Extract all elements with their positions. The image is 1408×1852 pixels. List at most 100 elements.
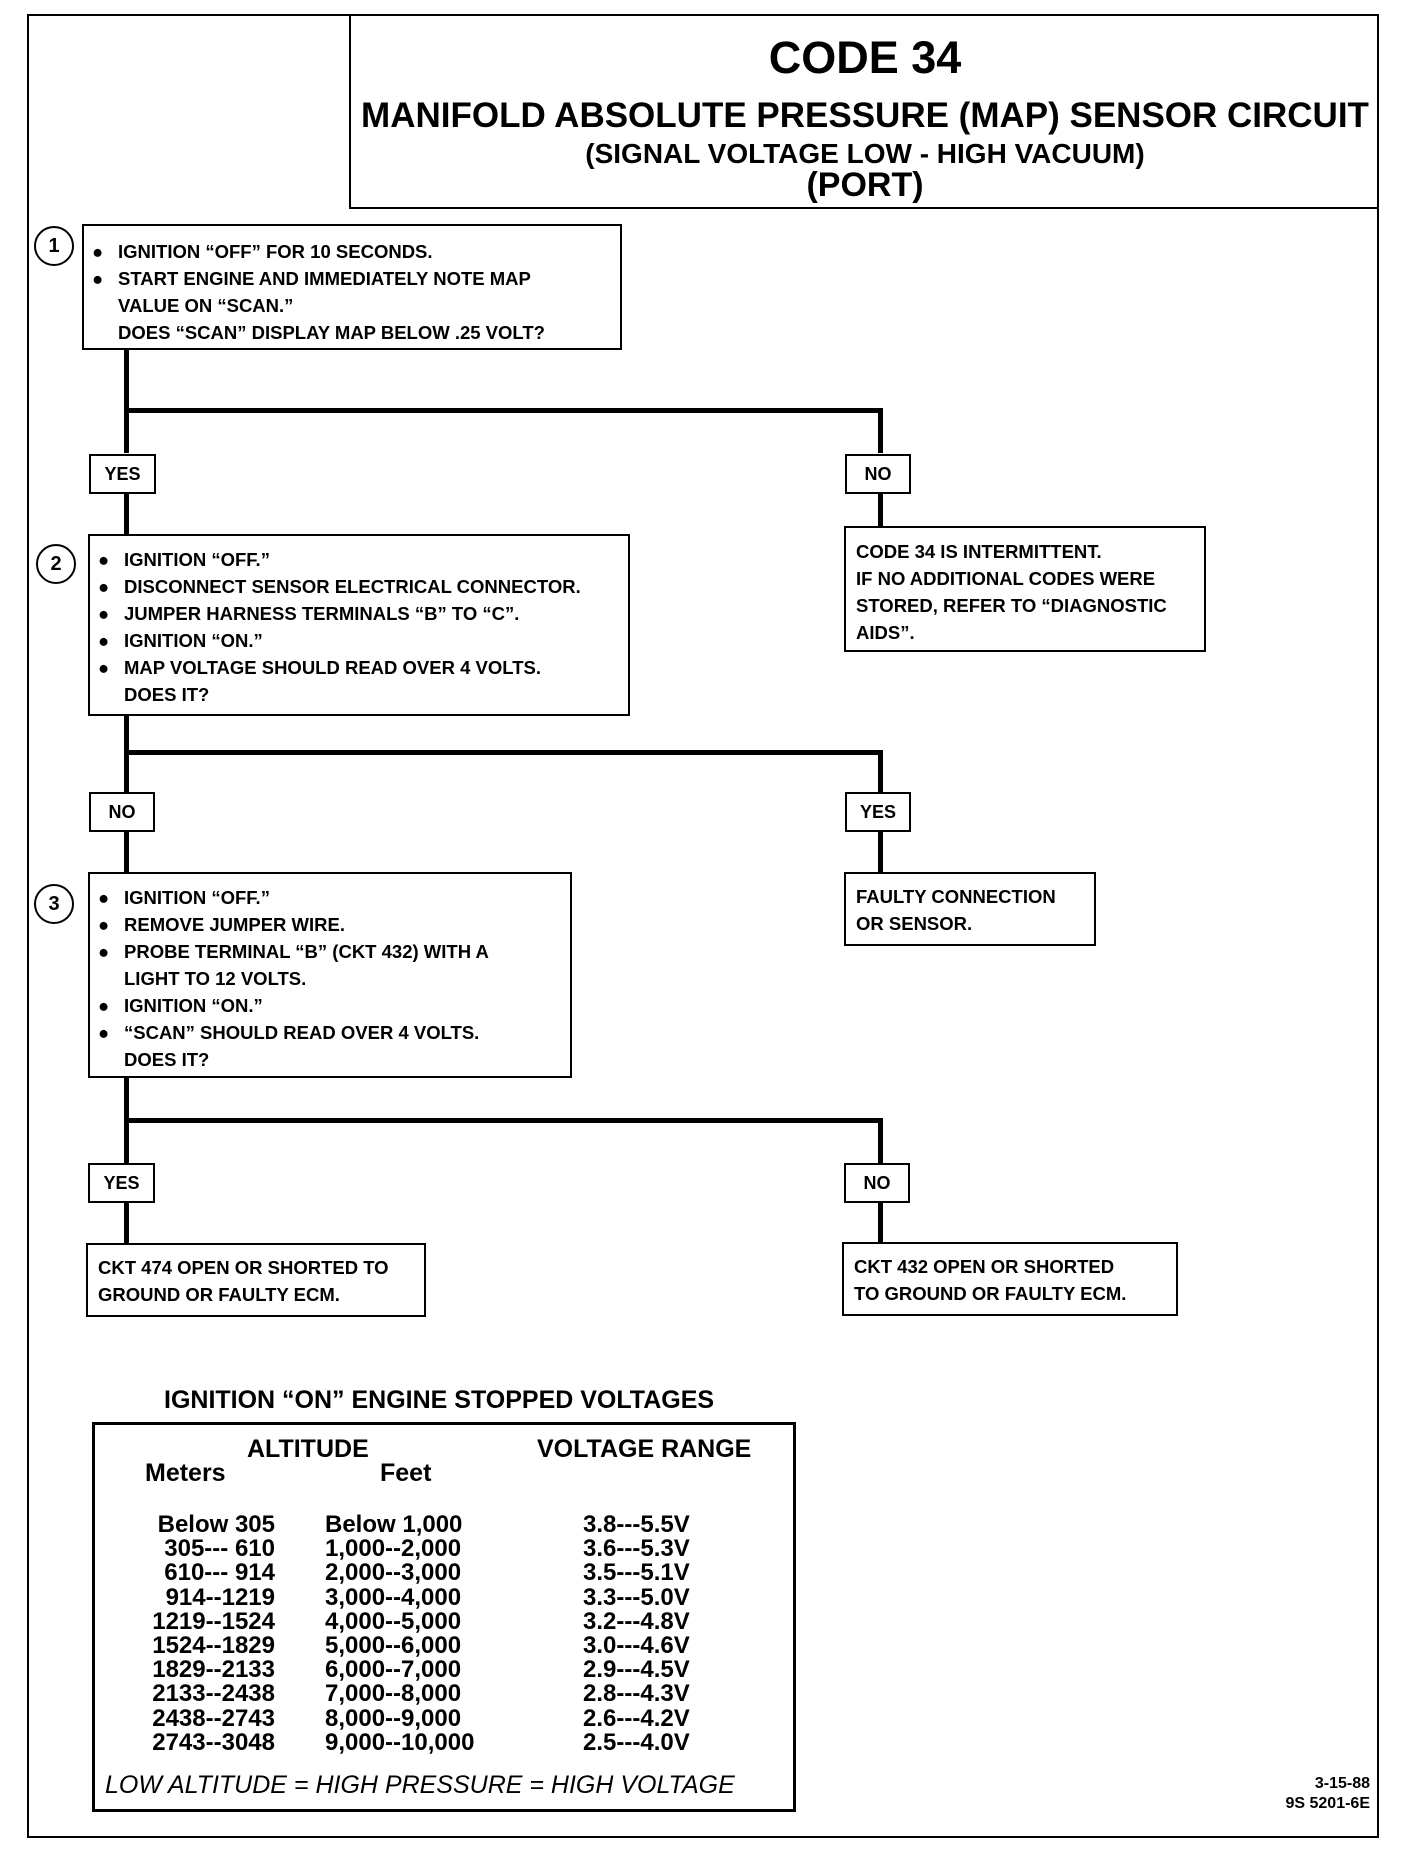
voltage-table-row: 2743--3048 9,000--10,000 2.5---4.0V [95,1728,793,1756]
connector-line [878,1201,883,1243]
step-3-box: ●IGNITION “OFF.” ●REMOVE JUMPER WIRE. ●P… [88,872,572,1078]
feet-cell: 5,000--6,000 [325,1631,462,1659]
voltage-cell: 3.3---5.0V [583,1583,690,1611]
bullet-icon: ● [98,995,110,1016]
result-text: IF NO ADDITIONAL CODES WERE [856,568,1156,589]
step-3-item: ●“SCAN” SHOULD READ OVER 4 VOLTS. [90,1019,570,1046]
bullet-icon: ● [98,941,110,962]
step-2-item: ●IGNITION “OFF.” [90,546,628,573]
feet-cell: 2,000--3,000 [325,1559,462,1587]
bullet-icon: ● [98,914,110,935]
result-text: CKT 432 OPEN OR SHORTED [854,1256,1115,1277]
circuit-subtitle: (SIGNAL VOLTAGE LOW - HIGH VACUUM) [585,138,1145,169]
meters-cell: 2743--3048 [152,1728,275,1756]
bullet-icon: ● [98,576,110,597]
step-3-text: LIGHT TO 12 VOLTS. [124,968,307,989]
voltage-table-title: IGNITION “ON” ENGINE STOPPED VOLTAGES [164,1386,715,1414]
page-frame [27,14,1379,1838]
feet-cell: 7,000--8,000 [325,1680,462,1708]
result-text: OR SENSOR. [856,913,973,934]
connector-line [124,408,129,453]
voltage-table: ALTITUDE VOLTAGE RANGE Meters Feet Below… [92,1422,796,1812]
bullet-icon: ● [98,887,110,908]
step-3-item: ●REMOVE JUMPER WIRE. [90,911,570,938]
voltage-cell: 2.8---4.3V [583,1680,690,1708]
result-text: CODE 34 IS INTERMITTENT. [856,541,1102,562]
bullet-icon: ● [98,603,110,624]
feet-cell: 9,000--10,000 [325,1728,475,1756]
step-number-3: 3 [34,884,74,924]
meters-cell: 2438--2743 [152,1704,275,1732]
bullet-icon: ● [98,549,110,570]
voltage-cell: 2.5---4.0V [583,1728,690,1756]
connector-line [124,1201,129,1243]
no-label: NO [845,454,911,494]
result-text: FAULTY CONNECTION [856,886,1056,907]
result-text: CKT 474 OPEN OR SHORTED TO [98,1257,389,1278]
document-date: 3-15-88 [1314,1775,1370,1792]
feet-cell: 6,000--7,000 [325,1656,462,1684]
connector-line [878,830,883,872]
step-number-1: 1 [34,226,74,266]
bullet-icon: ● [98,630,110,651]
connector-line [124,1118,883,1123]
feet-cell: 3,000--4,000 [325,1583,462,1611]
voltage-table-footer: LOW ALTITUDE = HIGH PRESSURE = HIGH VOLT… [105,1771,735,1799]
feet-cell: 1,000--2,000 [325,1535,462,1563]
step-3-item: ●IGNITION “OFF.” [90,884,570,911]
circuit-port: (PORT) [806,166,924,204]
result-text: AIDS”. [856,622,915,643]
result-text: GROUND OR FAULTY ECM. [98,1284,340,1305]
step-2-item: ●DISCONNECT SENSOR ELECTRICAL CONNECTOR. [90,573,628,600]
code-title: CODE 34 [768,32,962,83]
step-2-question: DOES IT? [124,684,210,705]
feet-cell: 8,000--9,000 [325,1704,462,1732]
feet-cell: 4,000--5,000 [325,1607,462,1635]
connector-line [124,348,129,408]
bullet-icon: ● [98,657,110,678]
meters-cell: 610--- 914 [164,1559,275,1587]
result-intermittent-box: CODE 34 IS INTERMITTENT. IF NO ADDITIONA… [844,526,1206,652]
meters-cell: 1219--1524 [152,1607,275,1635]
connector-line [124,750,129,792]
voltage-table-row: 610--- 914 2,000--3,000 3.5---5.1V [95,1561,793,1585]
meters-cell: 1524--1829 [152,1631,275,1659]
connector-line [878,750,883,792]
connector-line [878,491,883,526]
connector-line [124,1118,129,1163]
result-text: TO GROUND OR FAULTY ECM. [854,1283,1127,1304]
voltage-cell: 3.5---5.1V [583,1559,690,1587]
result-text: STORED, REFER TO “DIAGNOSTIC [856,595,1167,616]
step-3-item: ●PROBE TERMINAL “B” (CKT 432) WITH A [90,938,570,965]
connector-line [124,714,129,754]
connector-line [124,830,129,872]
circuit-title: MANIFOLD ABSOLUTE PRESSURE (MAP) SENSOR … [361,96,1369,135]
meters-cell: 914--1219 [165,1583,275,1611]
yes-label: YES [89,454,156,494]
step-1-box: ●IGNITION “OFF” FOR 10 SECONDS. ●START E… [82,224,622,350]
connector-line [124,750,883,755]
step-2-box: ●IGNITION “OFF.” ●DISCONNECT SENSOR ELEC… [88,534,630,716]
step-1-item: ●START ENGINE AND IMMEDIATELY NOTE MAP [84,265,620,292]
step-1-question: DOES “SCAN” DISPLAY MAP BELOW .25 VOLT? [118,322,545,343]
step-1-text: VALUE ON “SCAN.” [118,295,294,316]
document-number: 3-15-88 9S 5201-6E [1285,1774,1370,1814]
step-2-item: ●IGNITION “ON.” [90,627,628,654]
feet-header: Feet [380,1459,432,1487]
result-ckt474-box: CKT 474 OPEN OR SHORTED TO GROUND OR FAU… [86,1243,426,1317]
meters-cell: 305--- 610 [164,1535,275,1563]
document-code: 9S 5201-6E [1285,1795,1370,1812]
connector-line [124,1078,129,1123]
step-1-item: ●IGNITION “OFF” FOR 10 SECONDS. [84,238,620,265]
step-2-item: ●JUMPER HARNESS TERMINALS “B” TO “C”. [90,600,628,627]
voltage-cell: 3.0---4.6V [583,1631,690,1659]
result-faulty-connection-box: FAULTY CONNECTION OR SENSOR. [844,872,1096,946]
voltage-table-row: 1524--1829 5,000--6,000 3.0---4.6V [95,1631,793,1659]
yes-label: YES [845,792,911,832]
no-label: NO [89,792,155,832]
step-3-question: DOES IT? [124,1049,210,1070]
